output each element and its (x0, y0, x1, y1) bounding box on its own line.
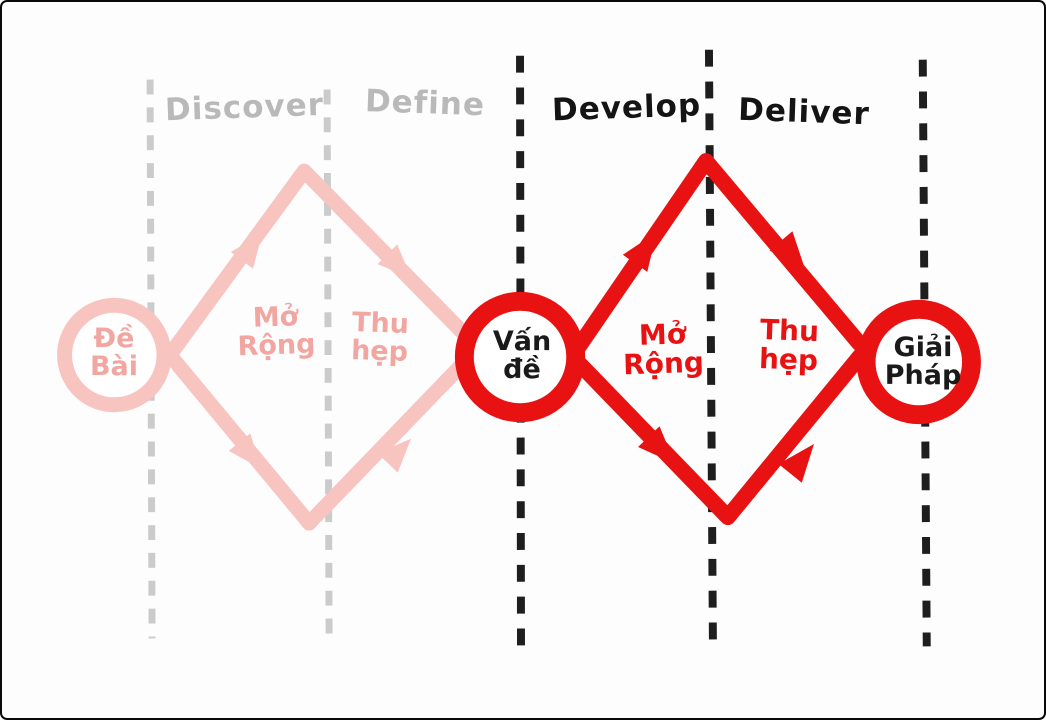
node-van-de-circle (454, 291, 586, 423)
active-arrowhead-upper-right (769, 231, 806, 270)
active-arrowhead-upper-left (622, 232, 657, 272)
faded-arrowhead-lower-right (377, 438, 412, 473)
active-arrowhead-lower-left (638, 426, 676, 464)
active-diamond-top-path (569, 153, 868, 357)
active-arrowhead-lower-right (778, 443, 814, 483)
faded-diamond-bottom-path (166, 348, 478, 531)
faded-diamond-top-path (164, 163, 476, 360)
active-diamond-bottom-path (571, 348, 869, 526)
faded-arrowhead-upper-left (230, 233, 263, 269)
faded-arrowhead-lower-left (228, 433, 261, 469)
node-giai-phap-circle (856, 299, 981, 425)
faded-arrowhead-upper-right (377, 244, 412, 279)
divider-discover-define (323, 89, 333, 635)
node-de-bai-circle (57, 297, 172, 413)
divider-develop-deliver (704, 49, 717, 647)
